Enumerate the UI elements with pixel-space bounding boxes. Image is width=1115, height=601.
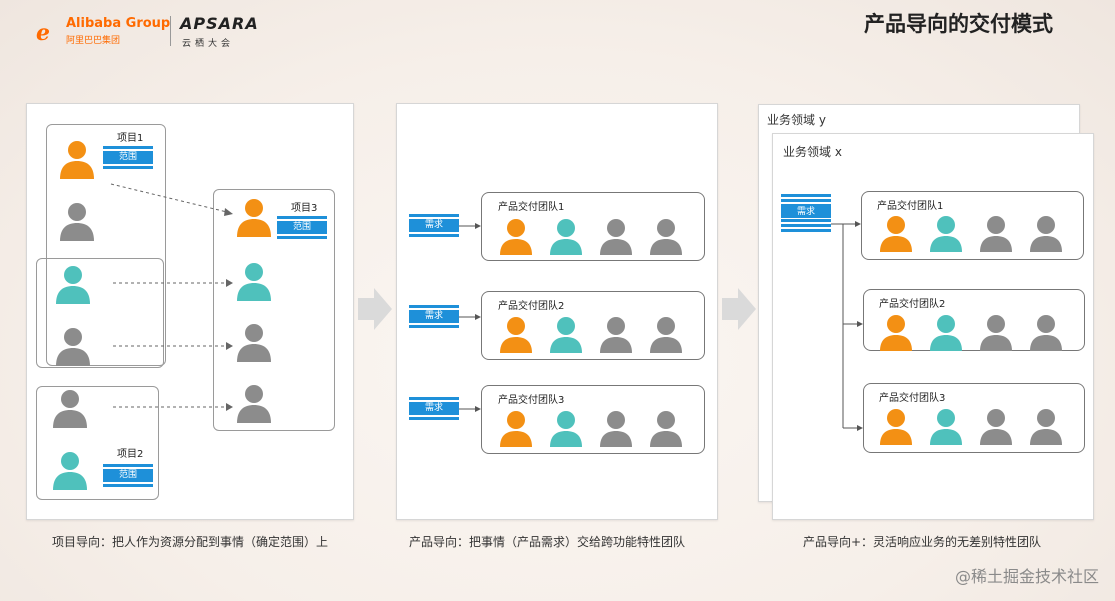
domain-x-label: 业务领域 x bbox=[783, 145, 842, 159]
panel2-caption: 产品导向：把事情（产品需求）交给跨功能特性团队 bbox=[409, 535, 686, 549]
domain-y-label: 业务领域 y bbox=[767, 113, 826, 127]
person-orange-icon bbox=[880, 315, 912, 351]
demand-document-icon: 需求 bbox=[409, 397, 459, 421]
scope-label: 范围 bbox=[103, 152, 153, 163]
brand-logos: e Alibaba Group 阿里巴巴集团 APSARA 云栖大会 bbox=[36, 14, 266, 50]
scope-document-icon: 范围 bbox=[277, 216, 327, 240]
overlap-group bbox=[36, 258, 164, 368]
person-gray-icon bbox=[600, 317, 632, 353]
panel-domain-x: 业务领域 x 需求 产品交付团队1 产品交付团队2 产品交付团队3 bbox=[772, 133, 1094, 520]
person-teal-icon bbox=[930, 216, 962, 252]
person-gray-icon bbox=[60, 203, 94, 241]
person-teal-icon bbox=[237, 263, 271, 301]
scope-label: 范围 bbox=[103, 470, 153, 481]
panel-project-oriented: 项目1 项目2 项目3 范围 范围 范围 bbox=[26, 103, 354, 520]
scope-label: 范围 bbox=[277, 222, 327, 233]
person-orange-icon bbox=[237, 199, 271, 237]
team-label: 产品交付团队3 bbox=[498, 395, 565, 406]
apsara-cn-name: 云栖大会 bbox=[182, 39, 235, 49]
team-label: 产品交付团队2 bbox=[498, 301, 565, 312]
person-gray-icon bbox=[980, 409, 1012, 445]
demand-label: 需求 bbox=[409, 311, 459, 322]
person-teal-icon bbox=[56, 266, 90, 304]
demand-document-icon: 需求 bbox=[781, 194, 831, 232]
team-members-1 bbox=[497, 217, 697, 257]
demand-arrows bbox=[459, 223, 481, 412]
person-gray-icon bbox=[237, 385, 271, 423]
project3-group bbox=[213, 189, 335, 431]
person-gray-icon bbox=[980, 315, 1012, 351]
alibaba-name: Alibaba Group bbox=[66, 16, 171, 31]
person-gray-icon bbox=[56, 328, 90, 366]
person-orange-icon bbox=[500, 317, 532, 353]
person-teal-icon bbox=[550, 219, 582, 255]
assignment-arrows bbox=[110, 183, 233, 411]
person-gray-icon bbox=[1030, 216, 1062, 252]
person-gray-icon bbox=[600, 219, 632, 255]
transition-arrow-icon bbox=[358, 288, 392, 330]
demand-label: 需求 bbox=[409, 403, 459, 414]
team-members-3 bbox=[497, 409, 697, 449]
project3-label: 项目3 bbox=[291, 203, 318, 214]
team-label: 产品交付团队1 bbox=[877, 201, 944, 212]
person-gray-icon bbox=[600, 411, 632, 447]
person-teal-icon bbox=[550, 411, 582, 447]
person-teal-icon bbox=[930, 409, 962, 445]
team-members-2 bbox=[497, 315, 697, 355]
demand-label: 需求 bbox=[781, 207, 831, 218]
person-teal-icon bbox=[550, 317, 582, 353]
person-teal-icon bbox=[53, 452, 87, 490]
person-gray-icon bbox=[1030, 315, 1062, 351]
scope-document-icon: 范围 bbox=[103, 464, 153, 488]
person-gray-icon bbox=[237, 324, 271, 362]
page-title: 产品导向的交付模式 bbox=[864, 12, 1053, 36]
person-teal-icon bbox=[930, 315, 962, 351]
project2-group bbox=[36, 386, 159, 500]
person-gray-icon bbox=[980, 216, 1012, 252]
team-label: 产品交付团队3 bbox=[879, 393, 946, 404]
demand-label: 需求 bbox=[409, 220, 459, 231]
panel1-caption: 项目导向：把人作为资源分配到事情（确定范围）上 bbox=[52, 535, 329, 549]
routing-arrows bbox=[831, 221, 863, 431]
person-gray-icon bbox=[53, 390, 87, 428]
alibaba-logo-icon: e bbox=[36, 20, 50, 46]
team-label: 产品交付团队1 bbox=[498, 202, 565, 213]
team-label: 产品交付团队2 bbox=[879, 299, 946, 310]
brand-divider bbox=[170, 16, 171, 46]
person-orange-icon bbox=[500, 219, 532, 255]
person-gray-icon bbox=[1030, 409, 1062, 445]
demand-document-icon: 需求 bbox=[409, 305, 459, 329]
alibaba-cn-name: 阿里巴巴集团 bbox=[66, 36, 121, 46]
person-gray-icon bbox=[650, 219, 682, 255]
panel3-caption: 产品导向+：灵活响应业务的无差别特性团队 bbox=[803, 535, 1042, 549]
demand-document-icon: 需求 bbox=[409, 214, 459, 238]
person-orange-icon bbox=[880, 216, 912, 252]
transition-arrow-icon bbox=[722, 288, 756, 330]
team-members-3 bbox=[877, 407, 1077, 447]
team-members-2 bbox=[877, 313, 1077, 353]
team-members-1 bbox=[877, 214, 1077, 254]
person-orange-icon bbox=[500, 411, 532, 447]
panel-product-oriented: 需求 产品交付团队1 需求 产品交付团队2 需求 产品交付团队3 bbox=[396, 103, 718, 520]
person-gray-icon bbox=[650, 411, 682, 447]
person-orange-icon bbox=[60, 141, 94, 179]
person-orange-icon bbox=[880, 409, 912, 445]
scope-document-icon: 范围 bbox=[103, 146, 153, 170]
watermark: @稀土掘金技术社区 bbox=[954, 567, 1099, 586]
project2-label: 项目2 bbox=[117, 449, 144, 460]
person-gray-icon bbox=[650, 317, 682, 353]
apsara-logo: APSARA bbox=[180, 14, 259, 33]
project1-group bbox=[46, 124, 166, 366]
project1-label: 项目1 bbox=[117, 133, 144, 144]
